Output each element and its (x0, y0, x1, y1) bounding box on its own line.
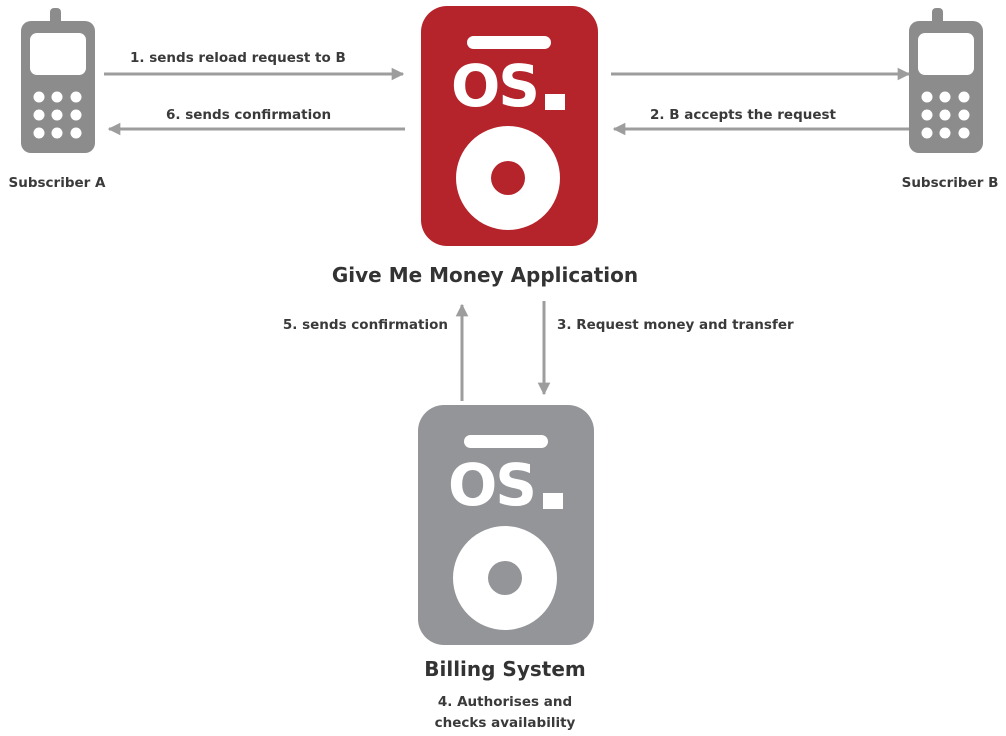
step5-label: 5. sends confirmation (283, 317, 448, 333)
step3-label: 3. Request money and transfer (557, 317, 794, 333)
subscriber-b-label: Subscriber B (902, 175, 999, 191)
billing-label: Billing System (424, 657, 586, 681)
billing-device-logo-icon: OS (418, 405, 594, 645)
billing-logo-text: OS (448, 451, 535, 519)
subscriber-b-phone-icon (909, 8, 983, 153)
app-label: Give Me Money Application (332, 263, 638, 287)
step6-label: 6. sends confirmation (166, 107, 331, 123)
step2-label: 2. B accepts the request (650, 107, 837, 123)
step1-label: 1. sends reload request to B (130, 50, 346, 66)
subscriber-a-label: Subscriber A (9, 175, 106, 191)
billing-note-line2: checks availability (435, 715, 576, 731)
app-logo-text: OS (451, 52, 538, 120)
app-device-logo-icon: OS (421, 6, 598, 246)
billing-note-line1: 4. Authorises and (438, 694, 572, 710)
subscriber-a-phone-icon (21, 8, 95, 153)
